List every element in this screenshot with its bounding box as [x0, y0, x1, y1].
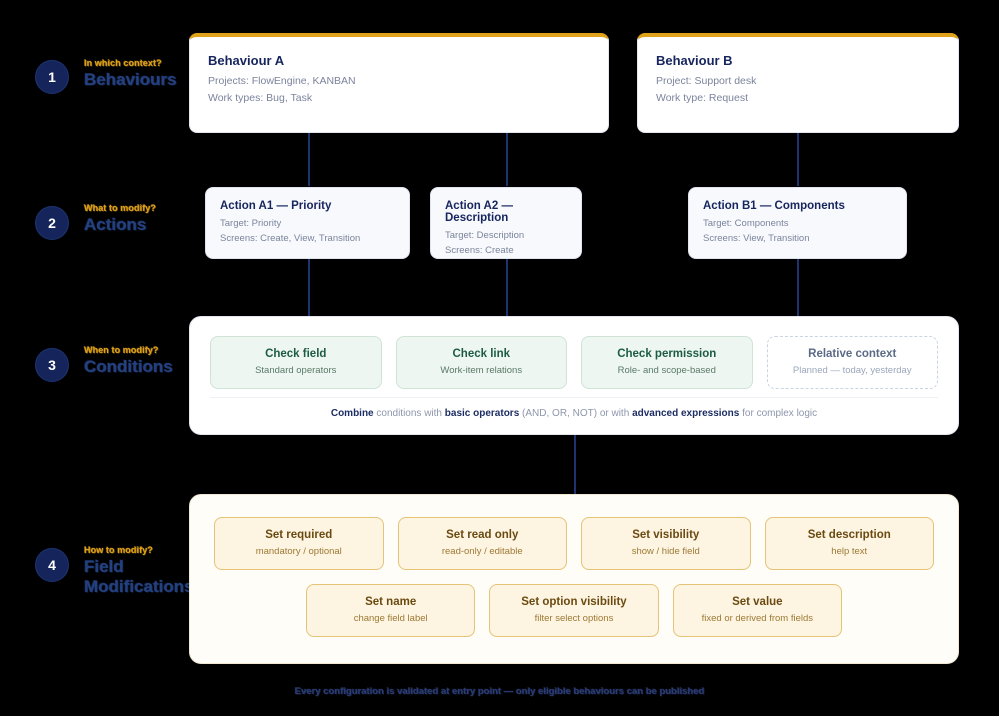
fm-chip-set-visibility[interactable]: Set visibility show / hide field [581, 517, 751, 570]
condition-chip-check-field[interactable]: Check field Standard operators [210, 336, 382, 389]
fm-chip-set-required-title: Set required [265, 529, 333, 541]
stage-number-2: 2 [48, 215, 56, 231]
fm-chip-set-visibility-title: Set visibility [632, 529, 700, 541]
stage-badge-3: 3 [35, 348, 69, 382]
stage-title-3: Conditions [84, 357, 173, 376]
connector-actionB1-to-conditions [797, 259, 799, 316]
footer-note: Every configuration is validated at entr… [294, 686, 705, 697]
connector-behaviourA-to-actionA1 [308, 132, 310, 186]
field-modifications-panel: Set required mandatory / optional Set re… [189, 494, 959, 664]
stage-badge-1: 1 [35, 60, 69, 94]
condition-chip-relative-context: Relative context Planned — today, yester… [766, 336, 938, 389]
behaviour-b-title: Behaviour B [656, 53, 733, 68]
connector-actionA2-to-conditions [506, 259, 508, 316]
stage-question-3: When to modify? [84, 345, 159, 355]
connector-behaviourB-to-actionB1 [797, 132, 799, 186]
fm-chip-set-read-only-sub: read-only / editable [441, 546, 523, 557]
behaviour-a-worktypes: Work types: Bug, Task [208, 92, 313, 104]
action-b1-target: Target: Components [703, 218, 789, 229]
fm-chip-set-required[interactable]: Set required mandatory / optional [214, 517, 384, 570]
action-card-b1[interactable]: Action B1 — Components Target: Component… [688, 187, 907, 259]
fm-chip-set-option-visibility-title: Set option visibility [521, 596, 627, 608]
connector-behaviourA-to-actionA2 [506, 132, 508, 186]
condition-chip-check-field-title: Check field [265, 348, 327, 360]
combine-bold-3: advanced expressions [632, 408, 740, 419]
field-modification-row-1: Set required mandatory / optional Set re… [190, 495, 958, 570]
action-b1-title: Action B1 — Components [703, 200, 845, 212]
condition-chip-check-field-sub: Standard operators [255, 365, 337, 376]
stage-label-4: How to modify? Field Modifications [84, 545, 214, 597]
condition-chip-check-permission-sub: Role- and scope-based [617, 365, 716, 376]
behaviour-a-projects: Projects: FlowEngine, KANBAN [208, 75, 356, 87]
fm-chip-set-value[interactable]: Set value fixed or derived from fields [672, 584, 842, 637]
stage-question-2: What to modify? [84, 203, 156, 213]
combine-bold-2: basic operators [444, 408, 520, 419]
condition-chip-relative-context-sub: Planned — today, yesterday [792, 365, 912, 376]
stage-label-3: When to modify? Conditions [84, 345, 173, 377]
condition-chip-check-link-sub: Work-item relations [440, 365, 523, 376]
fm-chip-set-name-title: Set name [365, 596, 417, 608]
action-a2-title: Action A2 — Description [445, 200, 513, 224]
stage-title-4: Field Modifications [84, 557, 194, 596]
condition-chip-check-permission[interactable]: Check permission Role- and scope-based [581, 336, 753, 389]
action-a2-target: Target: Description [445, 230, 525, 241]
fm-chip-set-value-sub: fixed or derived from fields [701, 613, 814, 624]
combine-text-2: (AND, OR, NOT) or with [519, 408, 633, 419]
condition-chip-check-permission-title: Check permission [617, 348, 717, 360]
stage-title-2: Actions [84, 215, 147, 234]
conditions-panel-divider [210, 397, 938, 398]
fm-chip-set-visibility-sub: show / hide field [631, 546, 700, 557]
conditions-panel: Check field Standard operators Check lin… [189, 316, 959, 435]
condition-chip-relative-context-title: Relative context [808, 348, 897, 360]
behaviour-b-projects: Project: Support desk [656, 75, 757, 87]
conditions-combine-note: Combine conditions with basic operators … [190, 407, 958, 421]
fm-chip-set-name[interactable]: Set name change field label [306, 584, 476, 637]
fm-chip-set-required-sub: mandatory / optional [255, 546, 342, 557]
combine-text-3: for complex logic [739, 408, 818, 419]
action-card-a2[interactable]: Action A2 — Description Target: Descript… [430, 187, 582, 259]
stage-question-1: In which context? [84, 58, 162, 68]
fm-chip-set-option-visibility[interactable]: Set option visibility filter select opti… [489, 584, 659, 637]
action-a2-screens: Screens: Create [445, 245, 514, 256]
behaviour-card-b[interactable]: Behaviour B Project: Support desk Work t… [637, 33, 959, 133]
action-b1-screens: Screens: View, Transition [703, 233, 810, 244]
behaviour-a-title: Behaviour A [208, 53, 285, 68]
condition-chip-row: Check field Standard operators Check lin… [190, 317, 958, 389]
combine-bold-1: Combine [330, 408, 374, 419]
connector-actionA1-to-conditions [308, 259, 310, 316]
stage-number-1: 1 [48, 69, 56, 85]
stage-title-1: Behaviours [84, 70, 177, 89]
condition-chip-check-link[interactable]: Check link Work-item relations [395, 336, 567, 389]
connector-conditions-to-modifications [574, 435, 576, 494]
fm-chip-set-name-sub: change field label [353, 613, 428, 624]
behaviour-card-a[interactable]: Behaviour A Projects: FlowEngine, KANBAN… [189, 33, 609, 133]
fm-chip-set-option-visibility-sub: filter select options [534, 613, 614, 624]
behaviour-b-worktypes: Work type: Request [656, 92, 749, 104]
fm-chip-set-value-title: Set value [732, 596, 783, 608]
fm-chip-set-read-only[interactable]: Set read only read-only / editable [397, 517, 567, 570]
action-card-a1[interactable]: Action A1 — Priority Target: Priority Sc… [205, 187, 410, 259]
stage-label-1: In which context? Behaviours [84, 58, 177, 90]
fm-chip-set-description[interactable]: Set description help text [764, 517, 934, 570]
combine-text-1: conditions with [373, 408, 445, 419]
fm-chip-set-description-sub: help text [831, 546, 868, 557]
stage-question-4: How to modify? [84, 545, 153, 555]
stage-badge-4: 4 [35, 548, 69, 582]
field-modification-row-2: Set name change field label Set option v… [190, 570, 958, 637]
fm-chip-set-read-only-title: Set read only [446, 529, 519, 541]
action-a1-target: Target: Priority [220, 218, 282, 229]
action-a1-screens: Screens: Create, View, Transition [220, 233, 361, 244]
stage-label-2: What to modify? Actions [84, 203, 156, 235]
stage-number-3: 3 [48, 357, 56, 373]
stage-badge-2: 2 [35, 206, 69, 240]
action-a1-title: Action A1 — Priority [220, 200, 332, 212]
condition-chip-check-link-title: Check link [452, 348, 511, 360]
fm-chip-set-description-title: Set description [807, 529, 891, 541]
stage-number-4: 4 [48, 557, 56, 573]
